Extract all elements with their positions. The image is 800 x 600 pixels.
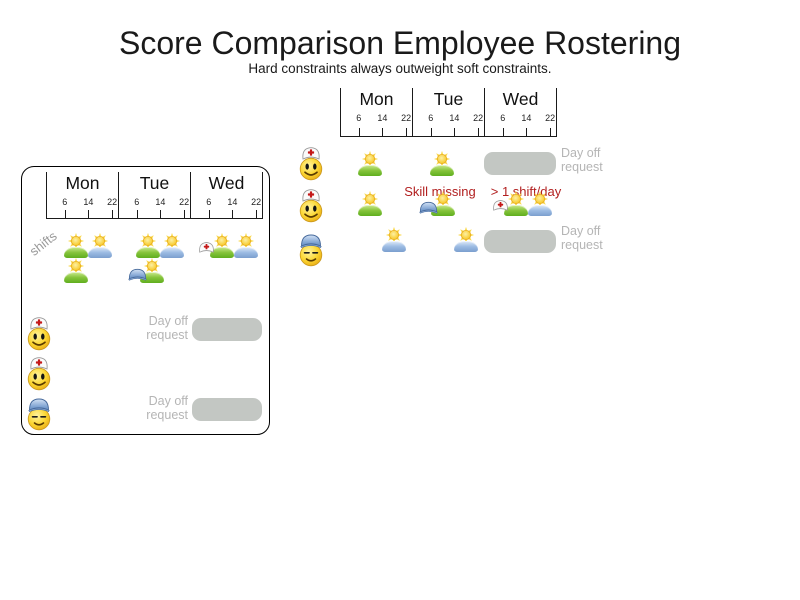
shift-late-blue xyxy=(160,232,184,258)
hard-hat-icon xyxy=(419,201,438,214)
day-off-request-label: Day off request xyxy=(561,224,603,252)
hour-tick-label: 22 xyxy=(179,197,190,207)
shift-day-green xyxy=(140,257,164,283)
hour-tick-label: 6 xyxy=(356,113,362,123)
hour-tick-label: 6 xyxy=(428,113,434,123)
hour-tick-label: 22 xyxy=(401,113,412,123)
nurse-smiley-icon xyxy=(26,315,52,351)
day-column-tue: Tue 6 14 22 xyxy=(118,172,190,218)
day-off-line2: request xyxy=(146,328,188,342)
day-off-request-label: Day off request xyxy=(120,394,188,422)
hour-tick-label: 14 xyxy=(227,197,238,207)
shift-day-green xyxy=(64,257,88,283)
nurse-cap-icon xyxy=(199,242,214,253)
shift-late-blue xyxy=(382,226,406,252)
day-off-block xyxy=(192,398,262,421)
day-label: Wed xyxy=(502,89,539,109)
page-title: Score Comparison Employee Rostering xyxy=(118,25,682,61)
day-off-line2: request xyxy=(561,160,603,174)
day-off-block xyxy=(192,318,262,341)
hour-tick-label: 6 xyxy=(134,197,140,207)
shift-day-green xyxy=(64,232,88,258)
builder-smiley-icon xyxy=(26,395,52,431)
problem-calendar-header: Mon 6 14 22 Tue 6 14 22 Wed 6 14 22 xyxy=(46,172,263,219)
shift-late-blue xyxy=(454,226,478,252)
builder-smiley-icon xyxy=(298,231,324,267)
day-column-wed: Wed 6 14 22 xyxy=(484,88,556,136)
day-off-line1: Day off xyxy=(561,146,601,160)
hour-tick-label: 6 xyxy=(500,113,506,123)
shift-day-green xyxy=(136,232,160,258)
shift-late-blue xyxy=(88,232,112,258)
day-column-tue: Tue 6 14 22 xyxy=(412,88,484,136)
day-label: Mon xyxy=(65,173,100,193)
nurse-smiley-icon xyxy=(26,355,52,391)
page-subtitle: Hard constraints always outweight soft c… xyxy=(248,61,552,76)
day-label: Wed xyxy=(208,173,245,193)
shift-late-blue xyxy=(234,232,258,258)
day-off-request-label: Day off request xyxy=(120,314,188,342)
hour-tick-label: 6 xyxy=(62,197,68,207)
day-column-mon: Mon 6 14 22 xyxy=(46,172,118,218)
shift-day-green xyxy=(358,190,382,216)
shift-day-green xyxy=(358,150,382,176)
day-off-request-label: Day off request xyxy=(561,146,603,174)
nurse-smiley-icon xyxy=(298,145,324,181)
day-column-mon: Mon 6 14 22 xyxy=(340,88,412,136)
problem-panel xyxy=(21,166,270,435)
hour-tick-label: 14 xyxy=(83,197,94,207)
day-off-line1: Day off xyxy=(148,394,188,408)
day-off-block xyxy=(484,152,556,175)
day-off-line1: Day off xyxy=(561,224,601,238)
hour-tick-label: 22 xyxy=(473,113,484,123)
hour-tick-label: 22 xyxy=(545,113,556,123)
skill-missing-annotation: Skill missing xyxy=(404,184,476,199)
day-off-line2: request xyxy=(146,408,188,422)
nurse-smiley-icon xyxy=(298,187,324,223)
nurse-cap-icon xyxy=(493,200,508,211)
hour-tick-label: 6 xyxy=(206,197,212,207)
day-off-line1: Day off xyxy=(148,314,188,328)
hour-tick-label: 14 xyxy=(449,113,460,123)
shift-day-green xyxy=(504,190,528,216)
hour-tick-label: 14 xyxy=(377,113,388,123)
hour-tick-label: 22 xyxy=(107,197,118,207)
shift-day-green xyxy=(430,150,454,176)
shift-day-green xyxy=(431,190,455,216)
hour-tick-label: 14 xyxy=(155,197,166,207)
day-label: Tue xyxy=(433,89,464,109)
day-label: Tue xyxy=(139,173,170,193)
day-off-line2: request xyxy=(561,238,603,252)
solution-calendar-header: Mon 6 14 22 Tue 6 14 22 Wed 6 14 22 xyxy=(340,88,557,137)
shift-day-green xyxy=(210,232,234,258)
day-label: Mon xyxy=(359,89,394,109)
shift-late-blue xyxy=(528,190,552,216)
hour-tick-label: 14 xyxy=(521,113,532,123)
day-column-wed: Wed 6 14 22 xyxy=(190,172,262,218)
hour-tick-label: 22 xyxy=(251,197,262,207)
hard-hat-icon xyxy=(128,268,147,281)
day-off-block xyxy=(484,230,556,253)
